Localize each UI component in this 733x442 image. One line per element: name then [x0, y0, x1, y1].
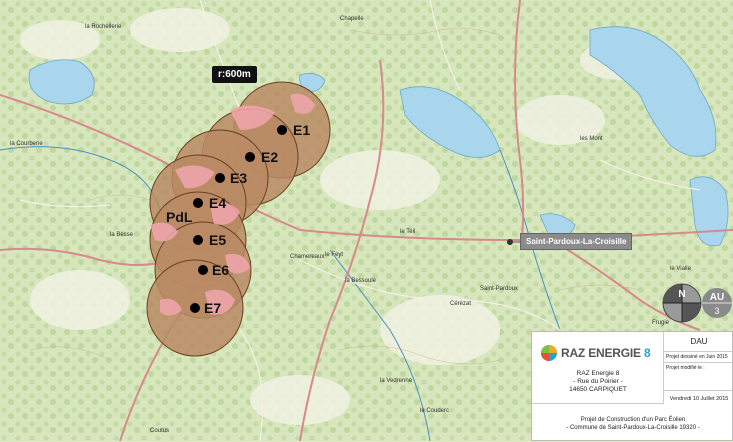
place-name: Chapelle [340, 16, 364, 22]
town-marker [507, 239, 513, 245]
place-name: la Vedrenne [380, 378, 413, 384]
place-name: le Feyt [325, 252, 343, 258]
town-label: Saint-Pardoux-La-Croisille [520, 233, 633, 250]
delivery-point-label: PdL [166, 209, 193, 225]
sheet-code: AU [710, 292, 724, 303]
company-name: RAZ ENERGIE 8 [561, 346, 651, 360]
place-name: Cérézat [450, 301, 471, 307]
turbine-label: E5 [209, 232, 226, 248]
turbine-marker[interactable] [190, 303, 200, 313]
turbine-markers [190, 125, 287, 313]
turbine-marker[interactable] [277, 125, 287, 135]
radius-label: r:600m [212, 66, 257, 83]
turbine-marker[interactable] [193, 235, 203, 245]
contour-lines [29, 28, 641, 365]
place-name: la Bessoule [345, 278, 377, 284]
turbine-label: E4 [209, 195, 226, 211]
turbine-marker[interactable] [198, 265, 208, 275]
modified-date: Projet modifié le : [664, 363, 733, 391]
issue-date: Vendredi 10 Juillet 2015 [669, 396, 729, 402]
project-description: Projet de Construction d'un Parc Éolien … [566, 417, 700, 431]
place-name: la Rochellerie [85, 24, 122, 30]
clearings-in-zone [150, 93, 315, 316]
place-name: le Teil [400, 229, 415, 235]
turbine-label: E6 [212, 262, 229, 278]
place-name: les Mont [580, 136, 603, 142]
sheet-badge: AU 3 [702, 288, 732, 318]
turbine-label: E7 [204, 300, 221, 316]
place-name: Chamereaux [290, 254, 324, 260]
company-address: RAZ Energie 8 - Rue du Poirier - 14650 C… [569, 370, 627, 393]
turbine-label: E3 [230, 170, 247, 186]
document-info: DAU Projet dessiné en Juin 2015 Projet m… [664, 332, 733, 404]
turbine-label: E1 [293, 122, 310, 138]
north-arrow-icon: N [662, 283, 702, 323]
water-bodies [28, 26, 729, 247]
place-name: le Couderc [420, 408, 449, 414]
drawn-date: Projet dessiné en Juin 2015 [664, 352, 733, 363]
minor-roads [19, 0, 701, 441]
turbine-marker[interactable] [215, 173, 225, 183]
place-name: Frugie [652, 320, 670, 326]
place-name: Saint-Pardoux [480, 286, 518, 292]
document-type: DAU [664, 332, 733, 352]
place-name: la Besse [110, 232, 134, 238]
turbine-label: E2 [261, 149, 278, 165]
turbine-labels: E1 E2 E3 E4 E5 E6 E7 PdL [166, 122, 310, 316]
place-name: le Vialle [670, 266, 692, 272]
company-block: RAZ ENERGIE 8 RAZ Energie 8 - Rue du Poi… [532, 332, 664, 404]
company-logo: RAZ ENERGIE 8 [540, 344, 651, 362]
sheet-number: 3 [714, 306, 719, 316]
place-names: la Rochellerie la Besse le Teil le Feyt … [10, 16, 692, 434]
title-block: RAZ ENERGIE 8 RAZ Energie 8 - Rue du Poi… [531, 331, 733, 441]
turbine-marker[interactable] [245, 152, 255, 162]
place-name: la Courberie [10, 141, 43, 147]
place-name: Coutus [150, 428, 169, 434]
raz-energie-logo-icon [541, 345, 557, 361]
north-letter: N [678, 289, 685, 300]
turbine-marker[interactable] [193, 198, 203, 208]
